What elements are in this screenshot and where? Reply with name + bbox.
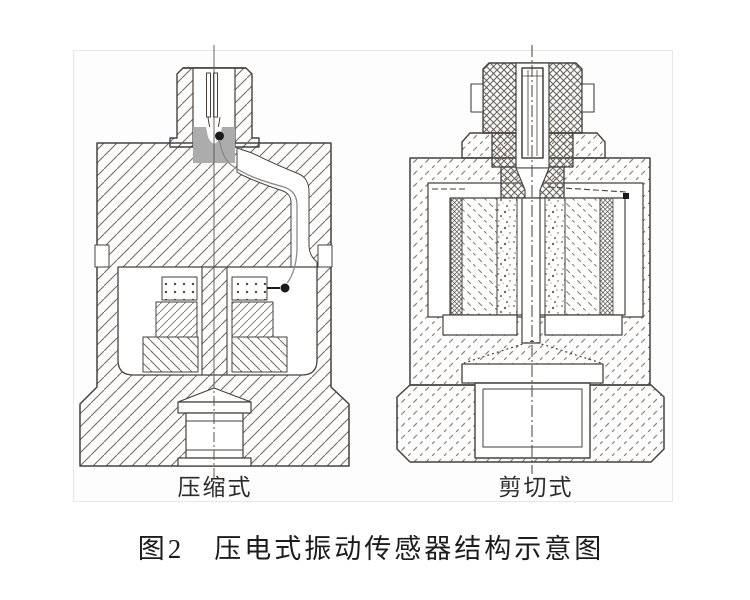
figure-caption: 图2 压电式振动传感器结构示意图	[137, 534, 605, 564]
base-plate	[544, 314, 623, 336]
left-contact-pin	[206, 72, 211, 118]
cone-dotted-lines	[463, 340, 602, 364]
mass-column	[461, 197, 498, 316]
base-plate	[442, 314, 518, 336]
center-post	[521, 197, 541, 344]
left-housing-groove	[317, 244, 333, 268]
lead-wire	[432, 186, 627, 193]
solder-dot	[215, 131, 224, 141]
mass-block-lower	[231, 336, 288, 373]
shear-type-label: 剪切式	[498, 475, 574, 500]
left-housing-groove	[94, 244, 110, 268]
left-sensor-diagram	[79, 45, 350, 479]
piezo-column	[544, 197, 566, 316]
nut-side-tab	[581, 83, 595, 113]
terminal-dot	[280, 283, 290, 293]
left-contact-pin	[213, 72, 218, 118]
mass-block-lower	[142, 336, 199, 373]
mounting-socket-inner	[482, 388, 583, 448]
signal-wire	[218, 139, 298, 284]
compression-type-label: 压缩式	[177, 475, 253, 500]
lead-terminal	[623, 193, 629, 199]
left-center-post	[201, 266, 228, 376]
nut-side-tab	[470, 83, 484, 113]
electrode-column	[599, 197, 614, 316]
piezo-element	[231, 276, 268, 301]
mass-block-upper	[231, 301, 274, 338]
piezo-column	[496, 197, 518, 316]
electrode-column	[450, 197, 463, 316]
right-sensor-diagram	[396, 45, 665, 474]
mass-block-upper	[155, 301, 198, 338]
mass-column	[564, 197, 601, 316]
piezo-element	[161, 276, 198, 301]
